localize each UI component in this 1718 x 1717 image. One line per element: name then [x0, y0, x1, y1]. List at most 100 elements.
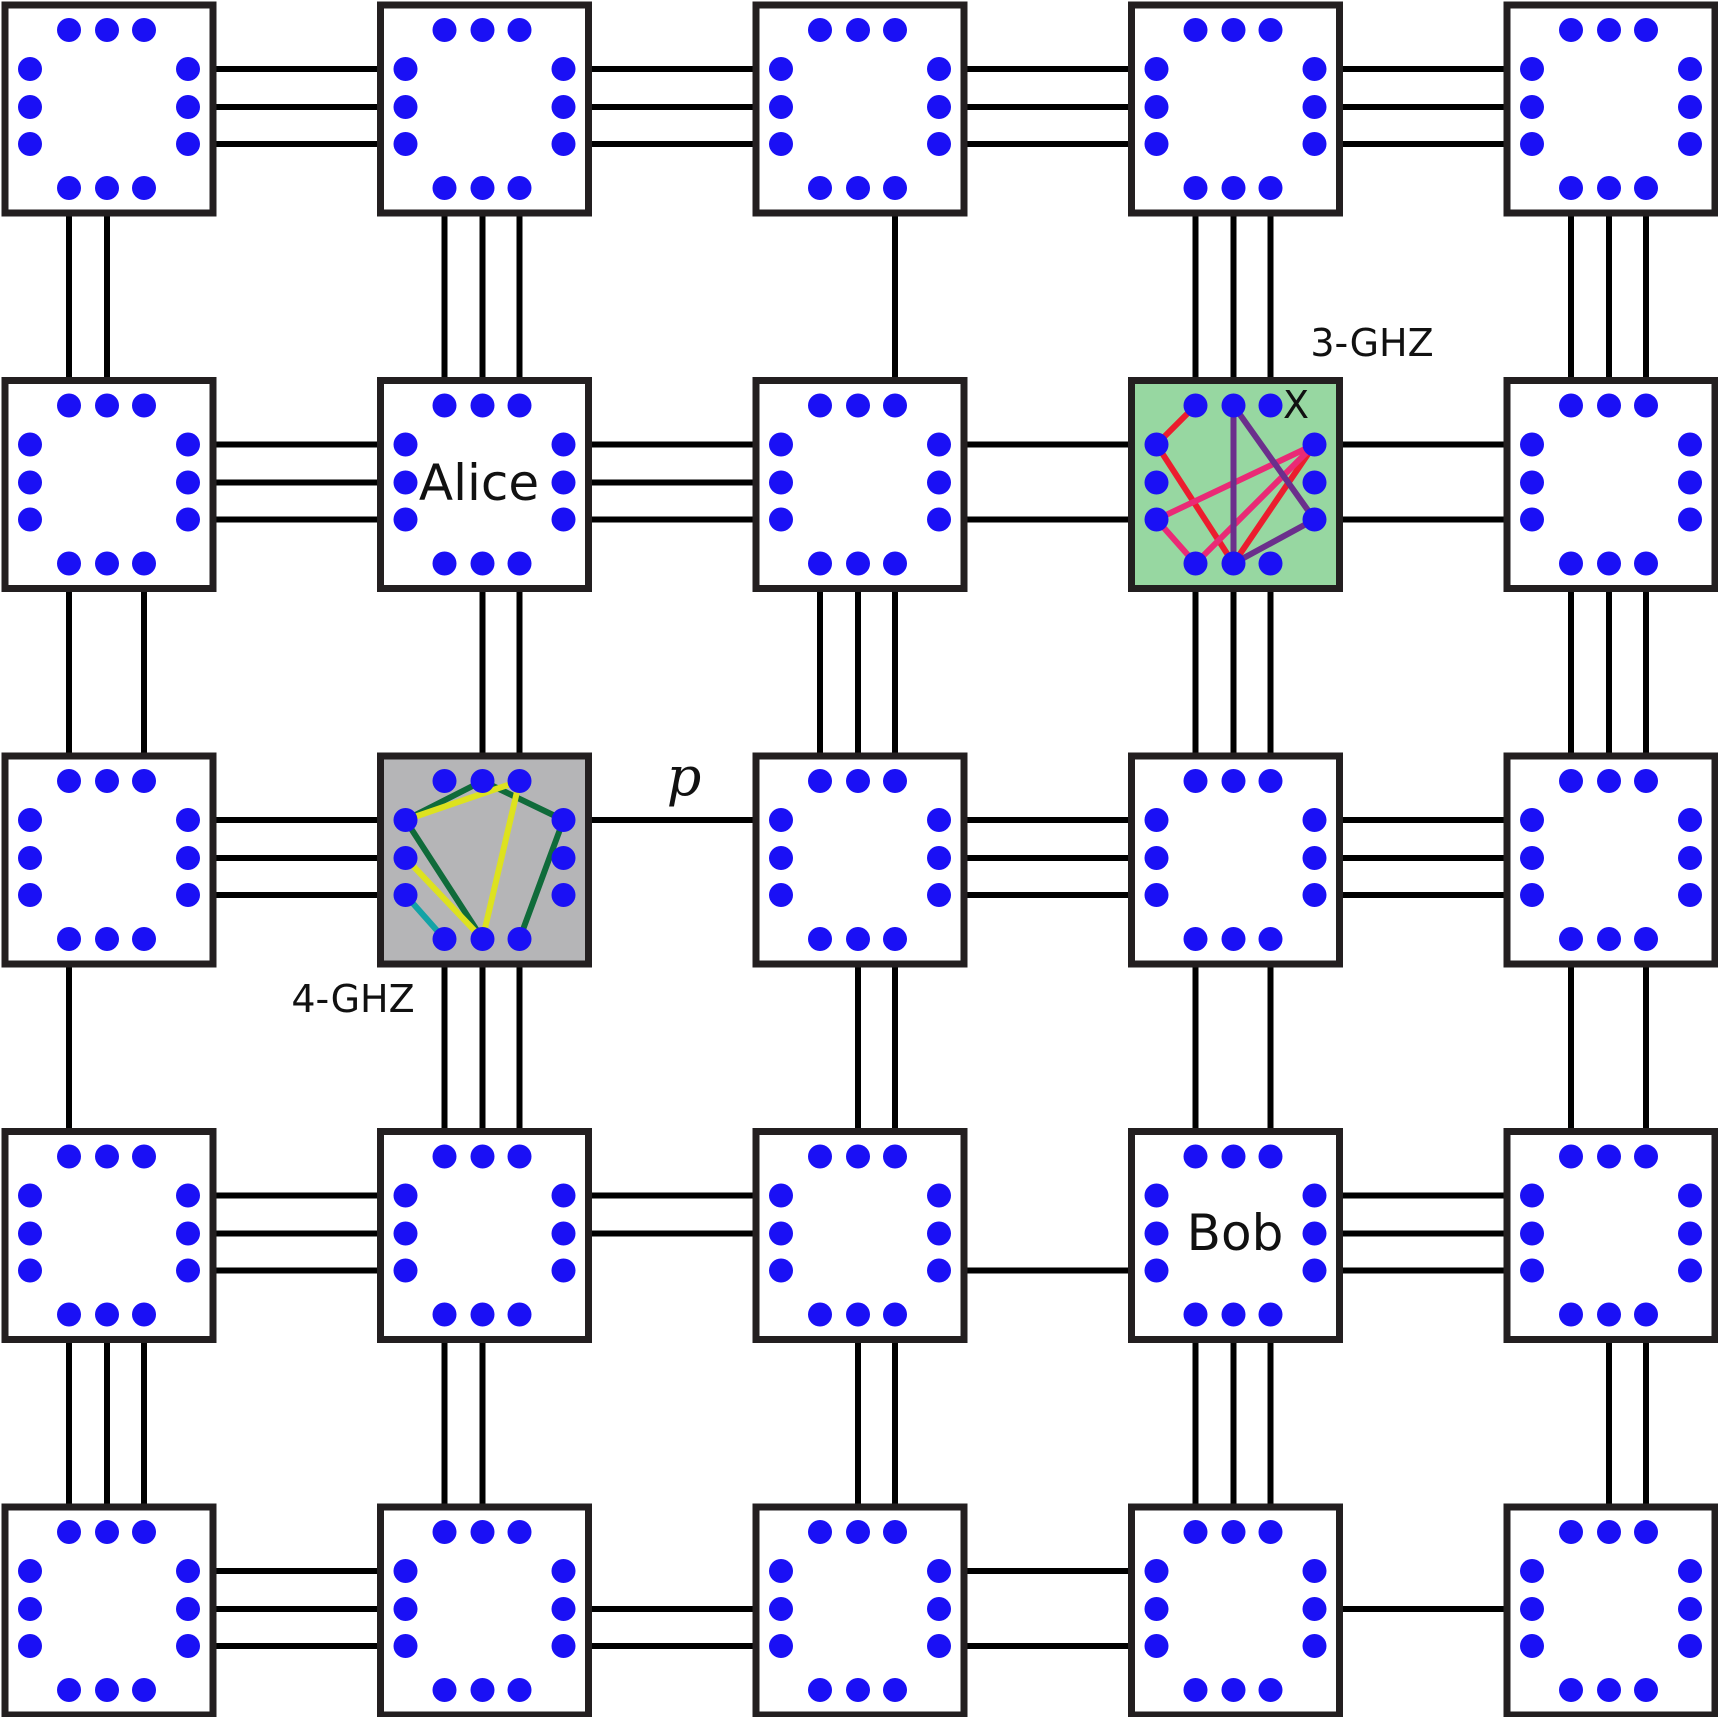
qubit-dot — [808, 1520, 832, 1544]
ghz3-edge — [1230, 441, 1318, 567]
qubit-dot — [551, 1634, 576, 1658]
qubit-dot — [1559, 1144, 1583, 1169]
qubit-dot — [1183, 1520, 1208, 1544]
qubit-dot — [927, 1183, 951, 1208]
qubit-dot — [1221, 1678, 1246, 1702]
qubit-dot — [18, 808, 42, 832]
qubit-dot — [1183, 927, 1208, 951]
qubit-dot — [1144, 1183, 1169, 1208]
qubit-dot — [1144, 1634, 1169, 1658]
qubit-dot — [95, 927, 119, 951]
qubit-dot — [1520, 95, 1544, 119]
qubit-dot — [507, 18, 532, 42]
qubit-dot — [846, 1302, 870, 1327]
qubit-dot — [1520, 57, 1544, 81]
qubit-dot — [846, 18, 870, 42]
qubit-dot — [95, 1678, 119, 1702]
qubit-dot — [1634, 769, 1658, 793]
qubit-dot — [470, 1144, 495, 1169]
qubit-dot — [1678, 1634, 1702, 1658]
qubit-dot — [1221, 1520, 1246, 1544]
qubit-dot — [1678, 1258, 1702, 1283]
qubit-dot — [132, 551, 156, 576]
qubit-dot — [1634, 551, 1658, 576]
qubit-dot — [551, 132, 576, 156]
qubit-dot — [927, 432, 951, 457]
qubit-dot — [470, 393, 495, 418]
qubit-dot — [883, 769, 907, 793]
qubit-dot — [57, 769, 81, 793]
qubit-dot — [1258, 393, 1283, 418]
qubit-dot — [176, 1634, 200, 1658]
qubit-dot — [57, 18, 81, 42]
qubit-dot — [176, 1559, 200, 1583]
qubit-dot — [1258, 176, 1283, 200]
qubit-dot — [18, 95, 42, 119]
qubit-dot — [1144, 1258, 1169, 1283]
qubit-dot — [18, 1258, 42, 1283]
qubit-dot — [470, 769, 495, 793]
qubit-dot — [18, 846, 42, 870]
qubit-dot — [1258, 1144, 1283, 1169]
qubit-dot — [176, 470, 200, 495]
qubit-dot — [1144, 470, 1169, 495]
qubit-dot — [176, 883, 200, 907]
qubit-dot — [808, 1678, 832, 1702]
qubit-dot — [176, 1597, 200, 1621]
qubit-dot — [18, 1221, 42, 1246]
qubit-dot — [95, 1144, 119, 1169]
qubit-dot — [18, 1183, 42, 1208]
qubit-dot — [1183, 1302, 1208, 1327]
qubit-dot — [1634, 393, 1658, 418]
ghz3-edge — [1230, 402, 1318, 523]
qubit-dot — [95, 18, 119, 42]
qubit-dot — [57, 927, 81, 951]
qubit-dot — [1597, 551, 1621, 576]
qubit-dot — [769, 808, 793, 832]
qubit-dot — [883, 1520, 907, 1544]
qubit-dot — [1634, 927, 1658, 951]
qubit-dot — [1302, 507, 1327, 532]
qubit-dot — [1678, 470, 1702, 495]
qubit-dot — [18, 1597, 42, 1621]
qubit-dot — [132, 927, 156, 951]
qubit-dot — [846, 1520, 870, 1544]
qubit-dot — [1258, 1302, 1283, 1327]
qubit-dot — [769, 95, 793, 119]
qubit-dot — [927, 1221, 951, 1246]
qubit-dot — [551, 808, 576, 832]
qubit-dot — [18, 132, 42, 156]
qubit-dot — [1302, 470, 1327, 495]
qubit-dot — [432, 393, 457, 418]
qubit-dot — [769, 132, 793, 156]
qubit-dot — [769, 57, 793, 81]
qubit-dot — [432, 1520, 457, 1544]
qubit-dot — [1258, 551, 1283, 576]
qubit-dot — [1221, 393, 1246, 418]
qubit-dot — [470, 551, 495, 576]
qubit-dot — [808, 1144, 832, 1169]
qubit-dot — [1559, 769, 1583, 793]
qubit-dot — [927, 846, 951, 870]
qubit-dot — [393, 1258, 418, 1283]
qubit-dot — [393, 1221, 418, 1246]
qubit-dot — [432, 551, 457, 576]
qubit-dot — [769, 883, 793, 907]
qubit-dot — [176, 432, 200, 457]
qubit-dot — [883, 1302, 907, 1327]
qubit-dot — [1144, 132, 1169, 156]
link-probability-label: p — [667, 745, 702, 808]
qubit-dot — [927, 1559, 951, 1583]
qubit-dot — [551, 432, 576, 457]
qubit-dot — [432, 927, 457, 951]
qubit-dot — [808, 18, 832, 42]
qubit-dot — [1302, 883, 1327, 907]
qubit-dot — [1302, 1559, 1327, 1583]
qubit-dot — [1634, 1302, 1658, 1327]
qubit-dot — [507, 1678, 532, 1702]
qubit-dot — [1678, 883, 1702, 907]
qubit-dot — [769, 432, 793, 457]
qubit-dot — [846, 393, 870, 418]
qubit-dot — [393, 432, 418, 457]
qubit-dot — [927, 507, 951, 532]
